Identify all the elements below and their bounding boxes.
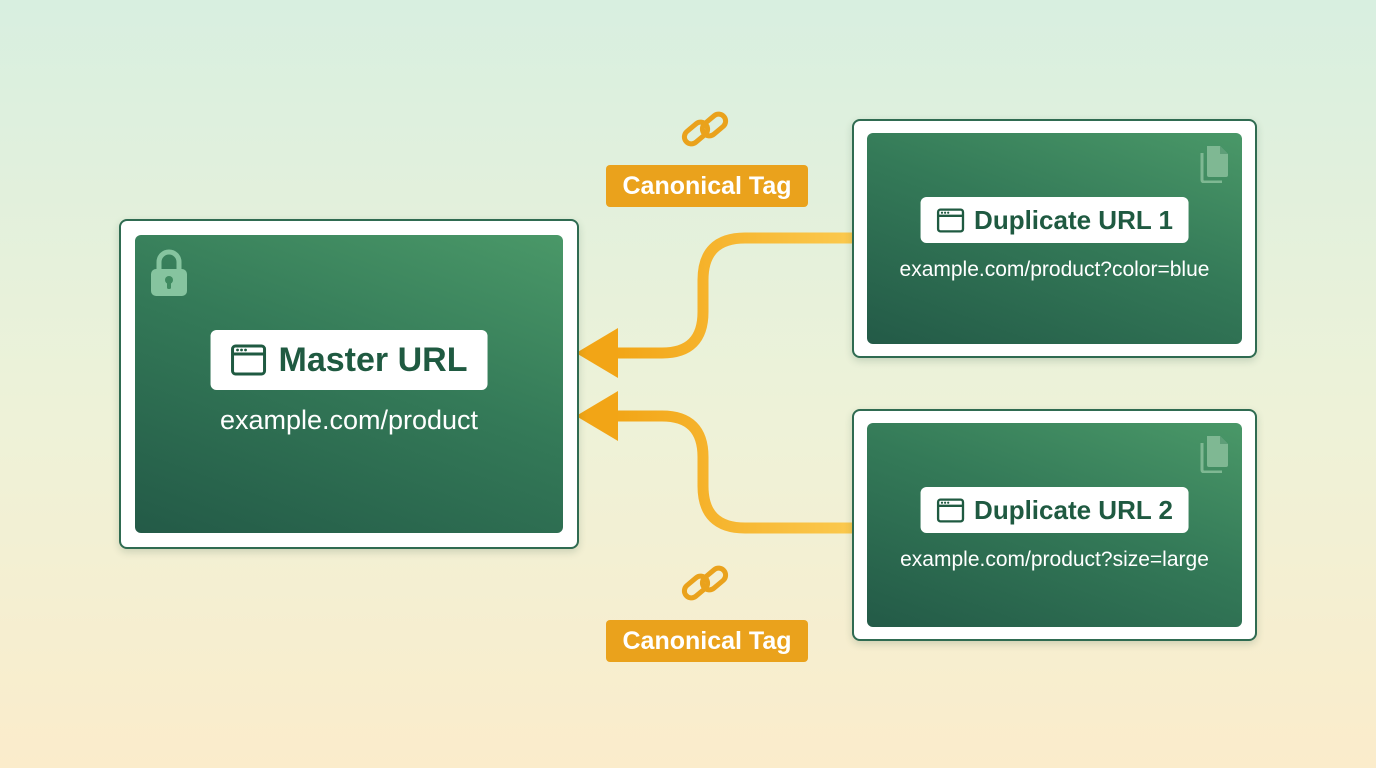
duplicate-url-2-title: Duplicate URL 2	[974, 494, 1173, 525]
canonical-tag-label-bottom: Canonical Tag	[606, 620, 808, 662]
connector-duplicate-1	[576, 232, 852, 378]
browser-window-icon	[936, 207, 964, 233]
duplicate-url-1-address: example.com/product?color=blue	[899, 258, 1210, 281]
duplicate-url-2-card: Duplicate URL 2 example.com/product?size…	[852, 409, 1257, 641]
browser-window-icon	[231, 344, 267, 376]
chain-link-icon	[677, 558, 737, 614]
master-url-card: Master URL example.com/product	[119, 219, 579, 549]
duplicate-url-2-address: example.com/product?size=large	[900, 548, 1209, 571]
canonical-tag-label-top: Canonical Tag	[606, 165, 808, 207]
arrowhead-2	[576, 391, 618, 441]
master-url-title: Master URL	[278, 340, 468, 379]
arrowhead-1	[576, 328, 618, 378]
duplicate-url-1-card: Duplicate URL 1 example.com/product?colo…	[852, 119, 1257, 358]
duplicate-url-1-title: Duplicate URL 1	[974, 204, 1173, 235]
lock-icon	[150, 249, 188, 297]
duplicate-url-1-title-pill: Duplicate URL 1	[920, 197, 1189, 243]
chain-link-icon	[677, 104, 737, 160]
browser-window-icon	[936, 497, 964, 523]
master-url-title-pill: Master URL	[210, 330, 488, 390]
duplicate-url-2-card-body: Duplicate URL 2 example.com/product?size…	[867, 423, 1242, 627]
master-url-card-body: Master URL example.com/product	[135, 235, 563, 533]
duplicate-url-2-title-pill: Duplicate URL 2	[920, 487, 1189, 533]
document-copy-icon	[1198, 145, 1230, 184]
master-url-address: example.com/product	[219, 405, 479, 435]
duplicate-url-1-card-body: Duplicate URL 1 example.com/product?colo…	[867, 133, 1242, 344]
connector-duplicate-2	[576, 391, 852, 534]
document-copy-icon	[1198, 435, 1230, 474]
